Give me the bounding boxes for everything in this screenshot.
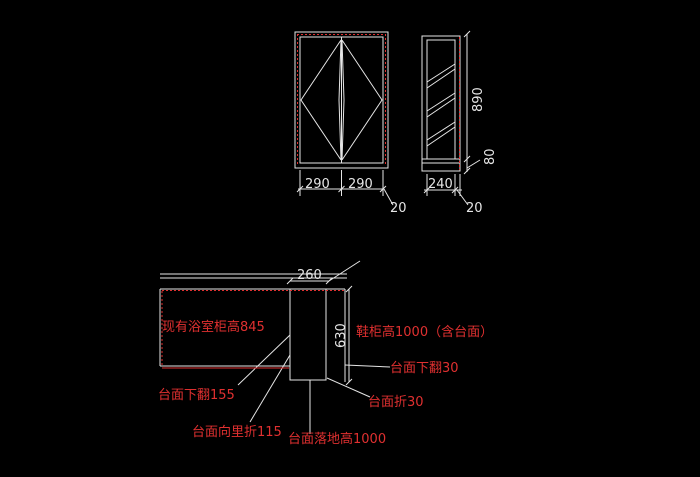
side-shelf-2 [426, 92, 456, 118]
side-dim-height: 890 [471, 87, 486, 112]
side-vert-tick-bot [463, 167, 471, 175]
front-dim-left: 290 [305, 177, 330, 192]
side-shelf-3 [426, 121, 456, 147]
plan-red-lines [161, 290, 344, 369]
shoe-cabinet-body [289, 288, 327, 381]
height-dim-tick-bot [345, 378, 353, 386]
front-dim-tick-mid [338, 185, 345, 193]
front-red-edges [297, 34, 386, 166]
side-shelf-1 [426, 63, 456, 89]
note-fold-inward-115: 台面向里折115 [192, 424, 282, 440]
note-existing-cabinet: 现有浴室柜高845 [162, 319, 265, 335]
leader-fold-inward-115 [249, 354, 291, 423]
leader-fold-down-155 [237, 334, 291, 386]
top-dim-tick-left [286, 277, 294, 285]
side-dim-plinth: 80 [483, 148, 498, 165]
front-dim-tick-right [379, 185, 387, 193]
front-dim-right: 290 [348, 177, 373, 192]
note-shoe-cabinet: 鞋柜高1000（含台面） [356, 324, 493, 340]
note-floor-1000: 台面落地高1000 [288, 431, 386, 447]
front-outer-frame [294, 31, 389, 169]
plan-view [159, 260, 391, 434]
side-elevation [421, 30, 481, 206]
side-vert-tick-top [463, 30, 471, 38]
front-right-diamond [341, 39, 383, 161]
side-horiz-tick-left [423, 186, 431, 194]
front-left-diamond [300, 39, 342, 161]
note-fold-30: 台面折30 [368, 395, 424, 410]
side-inner-frame [426, 39, 456, 160]
plan-dim-top-width: 260 [297, 268, 322, 283]
side-horiz-tick-right [451, 186, 459, 194]
front-dim-offset: 20 [390, 201, 407, 216]
side-plinth-leader [466, 159, 481, 169]
front-offset-leader [383, 188, 394, 206]
side-outer-frame [421, 35, 461, 172]
front-elevation [294, 31, 394, 206]
note-fold-down-30: 台面下翻30 [390, 361, 459, 376]
side-offset-leader [456, 189, 469, 206]
plan-dim-height: 630 [334, 323, 349, 348]
leader-fold-down-30 [344, 364, 391, 368]
side-vert-tick-mid [463, 155, 471, 163]
side-dim-offset: 20 [466, 201, 483, 216]
leader-fold-30 [326, 377, 371, 398]
note-fold-down-155: 台面下翻155 [158, 388, 235, 403]
front-right-diamond-inner [341, 39, 345, 161]
top-dim-leader [328, 260, 361, 282]
height-dim-tick-top [345, 285, 353, 293]
side-dim-depth: 240 [428, 177, 453, 192]
front-dim-tick-left [296, 185, 304, 193]
front-left-diamond-inner [338, 39, 342, 161]
